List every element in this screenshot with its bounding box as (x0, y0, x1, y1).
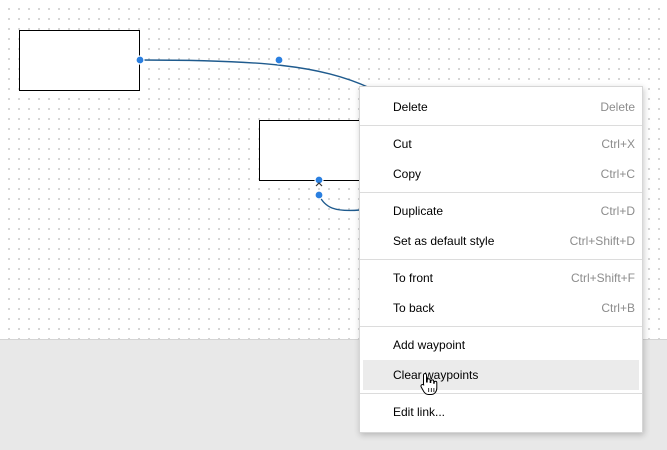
menu-item-label: Copy (393, 167, 422, 181)
menu-item-to-back[interactable]: To back Ctrl+B (363, 293, 639, 323)
menu-item-cut[interactable]: Cut Ctrl+X (363, 129, 639, 159)
menu-item-label: To back (393, 301, 435, 315)
rectangle-shape[interactable] (19, 30, 140, 91)
menu-item-duplicate[interactable]: Duplicate Ctrl+D (363, 196, 639, 226)
menu-item-set-as-default-style[interactable]: Set as default style Ctrl+Shift+D (363, 226, 639, 256)
menu-item-label: Set as default style (393, 234, 495, 248)
waypoint-handle[interactable] (274, 55, 284, 65)
menu-item-shortcut: Ctrl+D (600, 204, 635, 218)
hand-pointer-icon (420, 372, 438, 395)
menu-item-shortcut: Ctrl+Shift+F (570, 271, 635, 285)
menu-item-copy[interactable]: Copy Ctrl+C (363, 159, 639, 189)
menu-item-to-front[interactable]: To front Ctrl+Shift+F (363, 263, 639, 293)
menu-item-shortcut: Ctrl+X (601, 137, 635, 151)
menu-separator (360, 192, 642, 193)
menu-item-add-waypoint[interactable]: Add waypoint (363, 330, 639, 360)
menu-item-label: Duplicate (393, 204, 444, 218)
connector-edge[interactable] (318, 194, 361, 212)
menu-item-shortcut: Ctrl+B (601, 301, 635, 315)
menu-separator (360, 259, 642, 260)
menu-item-label: Add waypoint (393, 338, 466, 352)
waypoint-handle[interactable] (314, 190, 324, 200)
chevron-up-icon (315, 182, 323, 187)
menu-item-label: To front (393, 271, 434, 285)
menu-separator (360, 326, 642, 327)
menu-item-clear-waypoints[interactable]: Clear waypoints (363, 360, 639, 390)
menu-separator (360, 393, 642, 394)
menu-item-label: Clear waypoints (393, 368, 479, 382)
connector-edge[interactable] (139, 59, 371, 89)
menu-item-delete[interactable]: Delete Delete (363, 92, 639, 122)
menu-separator (360, 125, 642, 126)
connector-layer (135, 55, 371, 212)
menu-item-edit-link[interactable]: Edit link... (363, 397, 639, 427)
connection-point-handle[interactable] (135, 55, 145, 65)
menu-item-shortcut: Ctrl+Shift+D (569, 234, 635, 248)
menu-item-label: Cut (393, 137, 412, 151)
connection-point-handle[interactable] (314, 175, 324, 185)
menu-item-label: Delete (393, 100, 428, 114)
menu-item-label: Edit link... (393, 405, 446, 419)
menu-item-shortcut: Delete (600, 100, 635, 114)
menu-item-shortcut: Ctrl+C (600, 167, 635, 181)
